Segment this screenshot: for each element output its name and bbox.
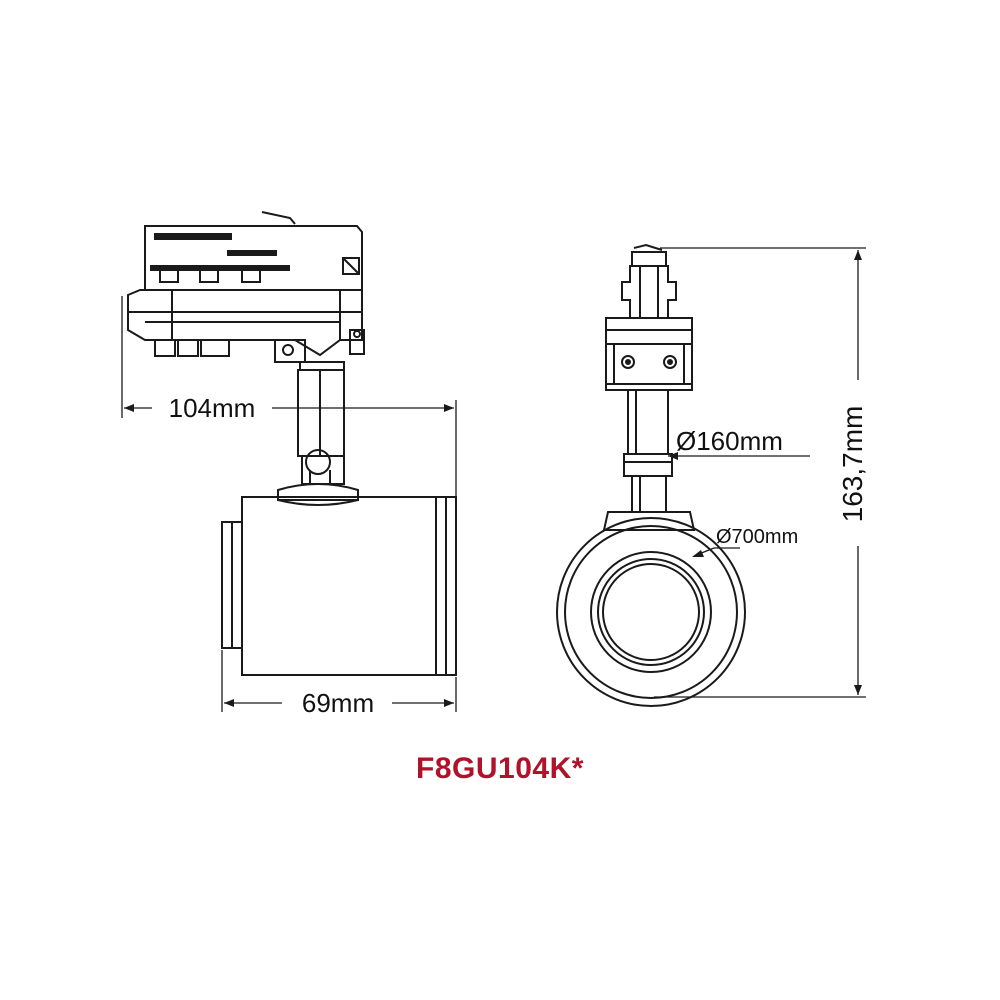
track-adapter-side (127, 211, 365, 363)
dimension-label-head-diameter: Ø700mm (716, 526, 798, 548)
side-view: 104mm 69mm (121, 211, 457, 718)
stem-front (623, 389, 673, 513)
stem-side (277, 361, 359, 506)
lamp-body-side (221, 496, 457, 676)
dimension-diameter-leaders (668, 452, 810, 557)
dimension-label-104mm: 104mm (169, 393, 256, 423)
track-adapter-front (605, 243, 693, 391)
dimension-label-stem-diameter: Ø160mm (676, 426, 783, 456)
dimension-69mm (221, 650, 457, 712)
front-view: Ø160mm Ø700mm 163,7mm (556, 243, 868, 707)
dimension-height (654, 247, 866, 698)
dimension-104mm (121, 296, 457, 500)
model-code: F8GU104K* (416, 752, 584, 785)
dimension-label-height: 163,7mm (837, 406, 868, 523)
lamp-head-front (556, 511, 746, 707)
dimension-label-69mm: 69mm (302, 688, 374, 718)
